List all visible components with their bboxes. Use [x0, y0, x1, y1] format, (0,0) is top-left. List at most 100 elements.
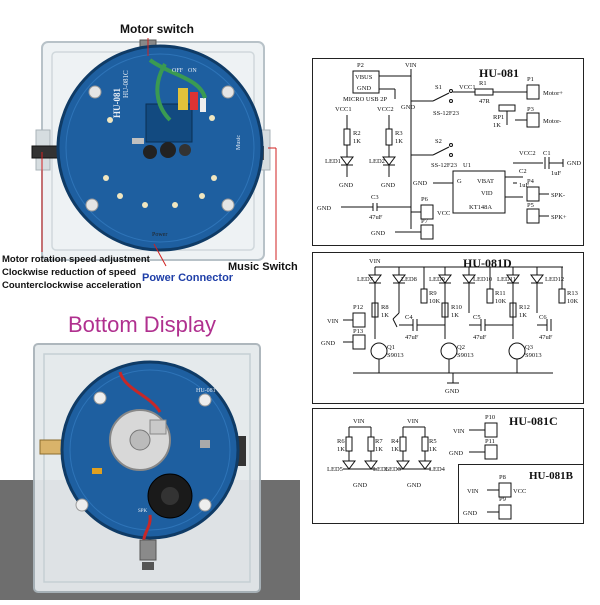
- svg-text:SS-12F23: SS-12F23: [431, 162, 457, 169]
- svg-text:GND: GND: [321, 340, 335, 347]
- board-label-hu081c: HU-081C: [122, 70, 130, 98]
- music-switch-label: Music Switch: [228, 261, 298, 273]
- svg-text:C3: C3: [371, 194, 379, 201]
- schematic-hu081b: P8 P9 VIN VCC GND HU-081B: [458, 464, 584, 524]
- svg-text:1K: 1K: [395, 138, 403, 145]
- svg-text:VIN: VIN: [467, 488, 479, 495]
- svg-text:Q1: Q1: [387, 344, 395, 351]
- svg-text:R11: R11: [495, 290, 506, 297]
- hu081b-circuit: P8 P9 VIN VCC GND HU-081B: [463, 470, 574, 520]
- svg-text:P11: P11: [485, 438, 495, 445]
- svg-text:10K: 10K: [495, 298, 507, 305]
- svg-text:1K: 1K: [375, 446, 383, 453]
- svg-text:R8: R8: [381, 304, 389, 311]
- svg-text:1K: 1K: [381, 312, 389, 319]
- svg-text:GND: GND: [353, 482, 367, 489]
- svg-text:GND: GND: [463, 510, 477, 517]
- svg-text:LED8: LED8: [401, 276, 417, 283]
- svg-text:GND: GND: [401, 104, 415, 111]
- speaker-module: [145, 103, 193, 143]
- svg-text:1K: 1K: [493, 122, 501, 129]
- svg-text:47R: 47R: [479, 98, 491, 105]
- svg-text:LED1: LED1: [325, 158, 341, 165]
- svg-text:1uF: 1uF: [519, 182, 530, 189]
- svg-text:P2: P2: [357, 62, 364, 69]
- svg-text:10K: 10K: [429, 298, 441, 305]
- svg-text:VIN: VIN: [369, 258, 381, 265]
- svg-text:GND: GND: [381, 182, 395, 189]
- svg-text:SPK-: SPK-: [551, 192, 565, 199]
- hu081-circuit: P2 VBUS GND MICRO USB 2P VIN GND S1 SS-1…: [317, 62, 581, 240]
- svg-text:C4: C4: [405, 314, 413, 321]
- svg-text:LED5: LED5: [327, 466, 343, 473]
- svg-text:GND: GND: [449, 450, 463, 457]
- svg-text:VCC1: VCC1: [335, 106, 352, 113]
- svg-text:VBUS: VBUS: [355, 74, 373, 81]
- svg-text:P13: P13: [353, 328, 363, 335]
- svg-text:P5: P5: [527, 202, 534, 209]
- svg-text:GND: GND: [407, 482, 421, 489]
- board-label-on: ON: [188, 68, 197, 74]
- svg-text:Q2: Q2: [457, 344, 465, 351]
- svg-text:LED11: LED11: [497, 276, 516, 283]
- svg-text:S1: S1: [435, 84, 442, 91]
- svg-text:P3: P3: [527, 106, 534, 113]
- svg-text:R10: R10: [451, 304, 462, 311]
- pcb-disc: [56, 44, 264, 252]
- svg-text:LED9: LED9: [429, 276, 445, 283]
- svg-text:R1: R1: [479, 80, 487, 87]
- top-view-illustration: HU-081C HU-081 OFF ON Music Power: [31, 38, 277, 267]
- svg-text:P10: P10: [485, 414, 495, 421]
- hu081d-title: HU-081D: [463, 256, 512, 270]
- svg-text:VIN: VIN: [327, 318, 339, 325]
- svg-text:Q3: Q3: [525, 344, 533, 351]
- svg-text:Motor+: Motor+: [543, 90, 563, 97]
- svg-text:GND: GND: [371, 230, 385, 237]
- svg-text:1uF: 1uF: [551, 170, 562, 177]
- svg-text:VCC: VCC: [437, 210, 450, 217]
- board-label-music: Music: [236, 135, 242, 150]
- svg-text:S2: S2: [435, 138, 442, 145]
- bottom-view-illustration: HU-081 SPK: [0, 300, 300, 600]
- schematic-hu081d: VIN LED7 LED8 LED9 LED10 LED11 LED12 R9 …: [312, 252, 584, 404]
- svg-text:R5: R5: [429, 438, 437, 445]
- svg-text:VCC: VCC: [513, 488, 526, 495]
- svg-text:LED6: LED6: [373, 466, 390, 473]
- svg-text:47uF: 47uF: [405, 334, 419, 341]
- bottom-view-photo: HU-081 SPK Bottom Display: [0, 300, 300, 600]
- svg-text:R6: R6: [337, 438, 345, 445]
- svg-text:R2: R2: [353, 130, 361, 137]
- svg-text:LED4: LED4: [429, 466, 446, 473]
- bottom-display-title: Bottom Display: [68, 312, 216, 337]
- power-connector-label: Power Connector: [142, 272, 234, 284]
- svg-text:1K: 1K: [451, 312, 459, 319]
- board-label-hu081-bottom: HU-081: [196, 388, 216, 394]
- svg-text:47uF: 47uF: [473, 334, 487, 341]
- speed-knob: [31, 145, 59, 159]
- svg-text:VBAT: VBAT: [477, 178, 494, 185]
- hu081-title: HU-081: [479, 66, 519, 80]
- svg-text:C6: C6: [539, 314, 547, 321]
- svg-text:GND: GND: [413, 180, 427, 187]
- svg-text:47uF: 47uF: [369, 214, 383, 221]
- hu081c-title: HU-081C: [509, 414, 558, 428]
- svg-text:R12: R12: [519, 304, 530, 311]
- svg-text:LED10: LED10: [473, 276, 492, 283]
- schematic-hu081: P2 VBUS GND MICRO USB 2P VIN GND S1 SS-1…: [312, 58, 584, 246]
- svg-text:P1: P1: [527, 76, 534, 83]
- board-label-spk: SPK: [138, 509, 148, 514]
- hu081d-circuit: VIN LED7 LED8 LED9 LED10 LED11 LED12 R9 …: [321, 256, 579, 395]
- svg-text:VIN: VIN: [353, 418, 365, 425]
- top-view-photo: HU-081C HU-081 OFF ON Music Power Motor …: [0, 0, 300, 300]
- svg-text:P9: P9: [499, 496, 506, 503]
- svg-text:P12: P12: [353, 304, 363, 311]
- svg-text:Motor-: Motor-: [543, 118, 561, 125]
- svg-text:S9013: S9013: [457, 352, 474, 359]
- svg-text:R9: R9: [429, 290, 437, 297]
- svg-text:VCC1: VCC1: [459, 84, 476, 91]
- svg-text:LED7: LED7: [357, 276, 374, 283]
- svg-text:LED12: LED12: [545, 276, 564, 283]
- svg-text:GND: GND: [339, 182, 353, 189]
- svg-text:R3: R3: [395, 130, 403, 137]
- svg-text:SS-12F23: SS-12F23: [433, 110, 459, 117]
